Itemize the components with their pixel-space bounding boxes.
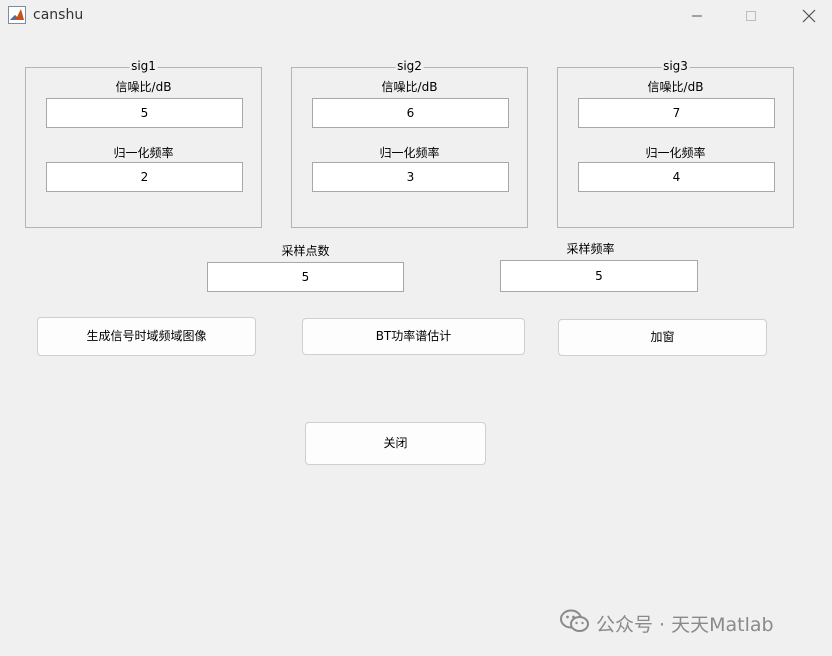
panel-title-sig2: sig2 <box>395 59 424 73</box>
sample-rate-label: 采样频率 <box>566 242 615 256</box>
panel-sig1: sig1 信噪比/dB 5 归一化频率 2 <box>25 59 262 228</box>
snr-input-sig1[interactable]: 5 <box>46 98 243 128</box>
maximize-button[interactable] <box>728 0 774 32</box>
close-window-button[interactable] <box>786 0 832 32</box>
minimize-button[interactable] <box>674 0 720 32</box>
freq-input-sig1[interactable]: 2 <box>46 162 243 192</box>
panel-sig2: sig2 信噪比/dB 6 归一化频率 3 <box>291 59 528 228</box>
close-button[interactable]: 关闭 <box>305 422 486 465</box>
watermark-text: 公众号 · 天天Matlab <box>596 613 774 636</box>
sample-rate-input[interactable]: 5 <box>500 260 698 292</box>
freq-label-sig2: 归一化频率 <box>379 146 440 160</box>
panel-title-sig3: sig3 <box>661 59 690 73</box>
snr-label-sig3: 信噪比/dB <box>647 80 704 94</box>
snr-label-sig1: 信噪比/dB <box>115 80 172 94</box>
snr-label-sig2: 信噪比/dB <box>381 80 438 94</box>
close-icon <box>802 9 816 23</box>
add-window-button[interactable]: 加窗 <box>558 319 767 356</box>
maximize-icon <box>746 11 756 21</box>
bt-power-spectrum-button[interactable]: BT功率谱估计 <box>302 318 525 355</box>
panel-title-sig1: sig1 <box>129 59 158 73</box>
freq-label-sig3: 归一化频率 <box>645 146 706 160</box>
window-title: canshu <box>33 7 84 23</box>
freq-input-sig3[interactable]: 4 <box>578 162 775 192</box>
watermark: 公众号 · 天天Matlab <box>560 608 774 638</box>
sample-points-label: 采样点数 <box>281 244 330 258</box>
snr-input-sig2[interactable]: 6 <box>312 98 509 128</box>
panel-sig3: sig3 信噪比/dB 7 归一化频率 4 <box>557 59 794 228</box>
generate-signal-plots-button[interactable]: 生成信号时域频域图像 <box>37 317 256 356</box>
title-bar: canshu <box>0 0 832 32</box>
freq-label-sig1: 归一化频率 <box>113 146 174 160</box>
minimize-icon <box>692 15 702 17</box>
wechat-icon <box>560 608 590 639</box>
snr-input-sig3[interactable]: 7 <box>578 98 775 128</box>
sample-points-input[interactable]: 5 <box>207 262 404 292</box>
freq-input-sig2[interactable]: 3 <box>312 162 509 192</box>
matlab-logo-icon <box>8 6 26 24</box>
